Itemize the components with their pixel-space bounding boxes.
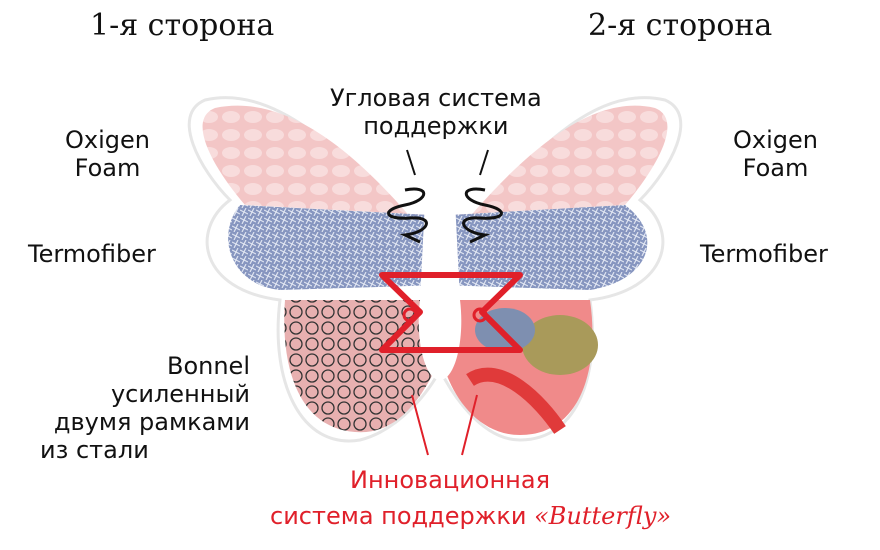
termofiber-right-label: Termofiber xyxy=(700,240,828,268)
oxigen-left-line1: Oxigen xyxy=(65,126,150,154)
butterfly-body xyxy=(418,185,462,380)
oxigen-right-line2: Foam xyxy=(742,154,809,182)
color-swirl-right xyxy=(445,300,598,435)
foam-wing-left xyxy=(202,105,430,240)
side-1-heading: 1-я сторона xyxy=(90,8,275,43)
innovation-line2: система поддержки «Butterfly» xyxy=(270,502,671,530)
corner-support-line1: Угловая система xyxy=(330,84,542,112)
pointer-lines xyxy=(406,149,489,176)
oxigen-foam-left-label: Oxigen Foam xyxy=(65,126,150,182)
corner-support-label: Угловая система поддержки xyxy=(330,84,542,140)
oxigen-foam-right-label: Oxigen Foam xyxy=(733,126,818,182)
oxigen-left-line2: Foam xyxy=(74,154,141,182)
innovation-line1: Инновационная xyxy=(349,466,550,494)
bonnel-label: Bonnel усиленный двумя рамками из стали xyxy=(40,352,250,464)
side-2-heading: 2-я сторона xyxy=(588,8,773,43)
butterfly-brand: «Butterfly» xyxy=(534,502,672,530)
oxigen-right-line1: Oxigen xyxy=(733,126,818,154)
red-pointer-lines xyxy=(411,394,478,456)
innovation-line2-text: система поддержки xyxy=(270,502,527,530)
fiber-wing-right xyxy=(440,205,648,290)
innovation-label: Инновационная система поддержки «Butterf… xyxy=(270,466,671,530)
butterfly-support-frame xyxy=(379,272,523,353)
termofiber-left-label: Termofiber xyxy=(28,240,156,268)
foam-wing-right xyxy=(450,105,668,240)
bonnel-line3: двумя рамками xyxy=(53,408,250,436)
bonnel-line4: из стали xyxy=(40,436,149,464)
corner-springs xyxy=(387,187,503,244)
bonnel-line2: усиленный xyxy=(110,380,250,408)
corner-support-line2: поддержки xyxy=(363,112,509,140)
bonnel-line1: Bonnel xyxy=(166,352,250,380)
fiber-wing-left xyxy=(228,205,440,290)
